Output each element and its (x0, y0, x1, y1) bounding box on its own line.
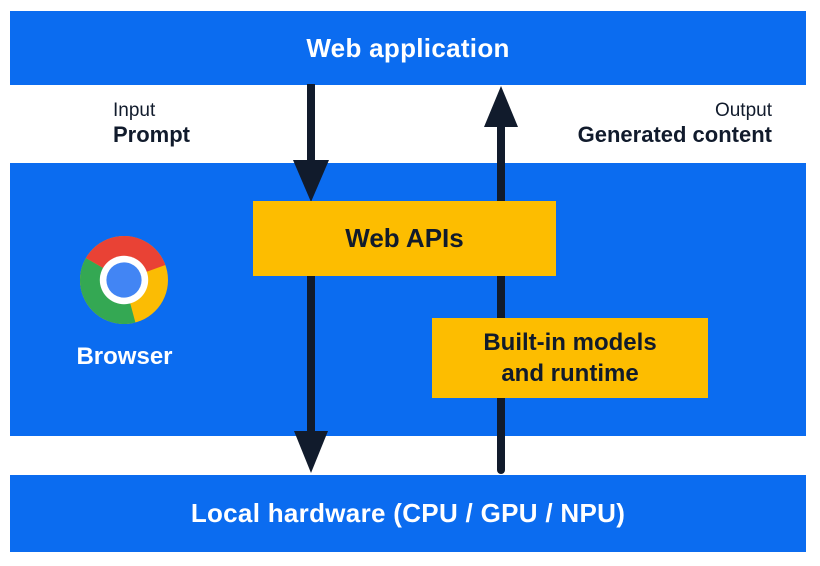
output-title: Output (714, 100, 772, 121)
web-application-bar: Web application (10, 11, 806, 85)
output-value-label: Generated content (577, 122, 772, 147)
web-apis-label: Web APIs (345, 223, 464, 253)
output-label-group: Output Generated content (578, 99, 772, 148)
chrome-logo-icon (80, 236, 168, 324)
local-hardware-bar: Local hardware (CPU / GPU / NPU) (10, 475, 806, 552)
browser-label: Browser (76, 343, 173, 370)
input-title: Input (113, 100, 156, 121)
input-label-group: Input Prompt (113, 99, 190, 148)
web-application-label: Web application (306, 32, 510, 63)
input-value-label: Prompt (113, 122, 190, 147)
builtin-models-label-line2: and runtime (501, 360, 639, 387)
builtin-models-box: Built-in models and runtime (432, 318, 708, 398)
local-hardware-label: Local hardware (CPU / GPU / NPU) (190, 498, 626, 528)
builtin-models-label-line1: Built-in models (483, 329, 657, 356)
web-apis-box: Web APIs (253, 201, 556, 276)
